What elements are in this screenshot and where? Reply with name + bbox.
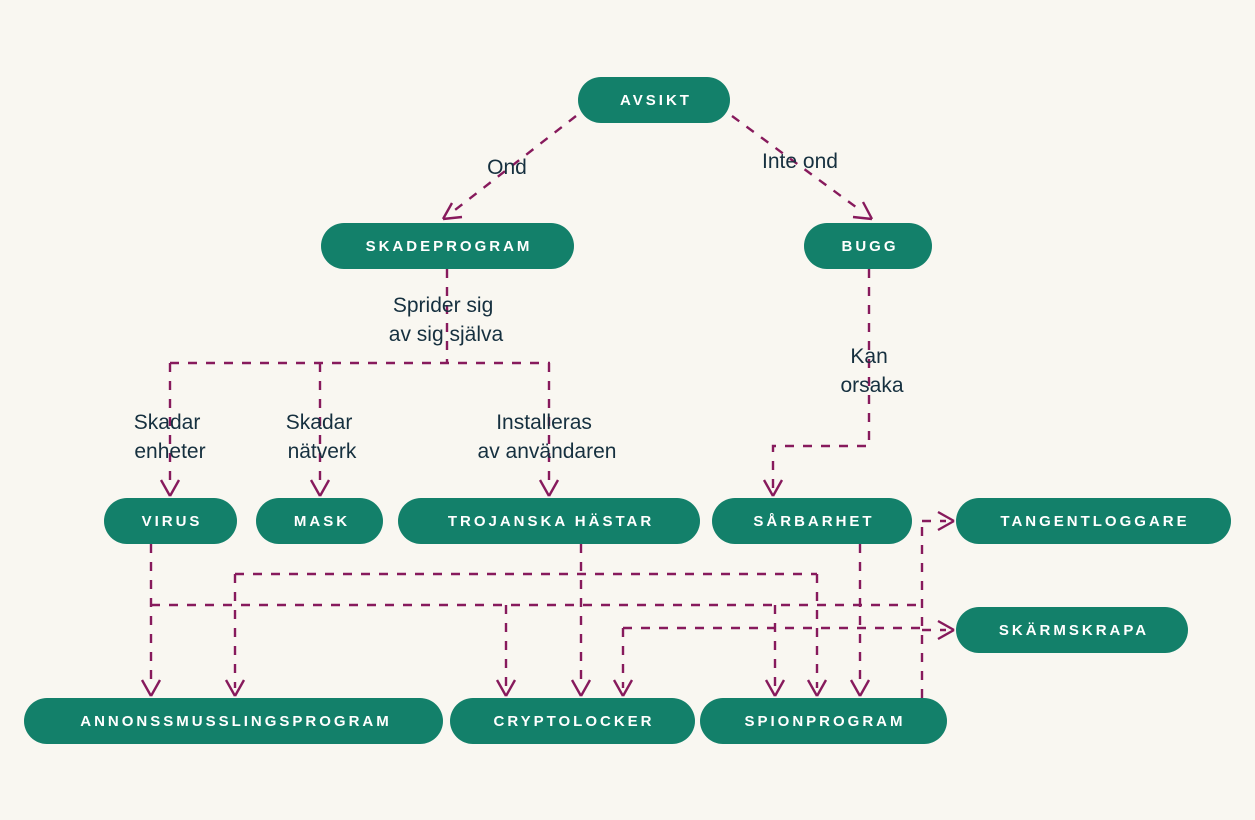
edge-label-ond: Ond [487,156,527,179]
edge-sarbarhet-trunk [849,544,871,697]
edge-label-skadar-enheter: Skadar enheter [134,411,206,463]
node-spionprogram-label: SPIONPROGRAM [744,713,905,730]
edge-skadeprogram-bus [170,269,550,365]
edge-label-sprider-sig: Sprider sig av sig själva [389,294,504,346]
node-mask-shape[interactable] [256,498,383,544]
edge-trojanska-spionprogram [806,574,828,697]
edge-trojanska-trunk [570,544,592,697]
edge-label-installeras-av-anvandaren: Installeras av användaren [478,411,617,463]
edge-avsikt-skadeprogram [441,115,577,221]
node-layer: AVSIKT SKADEPROGRAM BUGG VIRUS MASK TROJ [24,77,1231,744]
node-skadeprogram[interactable]: SKADEPROGRAM [321,223,574,269]
node-sarbarhet-label: SÅRBARHET [753,513,874,530]
node-tangentloggare[interactable]: TANGENTLOGGARE [956,498,1231,544]
node-trojanska-hastar-label: TROJANSKA HÄSTAR [448,513,654,530]
edge-trojanska-annonssmussling [224,572,817,697]
node-sarbarhet[interactable]: SÅRBARHET [712,498,912,544]
edge-spionprogram-riser [920,510,955,698]
edge-label-layer: Ond Inte ond Sprider sig av sig själva K… [134,150,904,463]
node-bugg-label: BUGG [842,238,899,255]
node-trojanska-hastar-shape[interactable] [398,498,700,544]
edge-label-skadar-natverk: Skadar nätverk [286,411,358,463]
node-avsikt-label: AVSIKT [620,92,692,109]
edge-sarbarhet-spionprogram [764,605,786,697]
edge-skadeprogram-virus [159,363,181,497]
node-cryptolocker[interactable]: CRYPTOLOCKER [450,698,695,744]
node-skadeprogram-shape[interactable] [321,223,574,269]
node-trojanska-hastar[interactable]: TROJANSKA HÄSTAR [398,498,700,544]
node-skadeprogram-label: SKADEPROGRAM [366,238,533,255]
node-skarmskrapa-label: SKÄRMSKRAPA [999,622,1149,639]
node-virus[interactable]: VIRUS [104,498,237,544]
edge-layer [140,115,955,698]
node-bugg-shape[interactable] [804,223,932,269]
node-mask[interactable]: MASK [256,498,383,544]
node-spionprogram[interactable]: SPIONPROGRAM [700,698,947,744]
node-cryptolocker-label: CRYPTOLOCKER [493,713,654,730]
edge-sarbarhet-cryptolocker [495,605,517,697]
node-annonssmusslingsprogram-label: ANNONSSMUSSLINGSPROGRAM [80,713,392,730]
node-annonssmusslingsprogram-shape[interactable] [24,698,443,744]
node-tangentloggare-shape[interactable] [956,498,1231,544]
edge-label-inte-ond: Inte ond [762,150,838,173]
node-sarbarhet-shape[interactable] [712,498,912,544]
edge-bus-628 [612,626,922,697]
edge-label-kan-orsaka: Kan orsaka [840,345,903,397]
edge-avsikt-bugg [731,115,874,221]
node-skarmskrapa-shape[interactable] [956,607,1188,653]
node-cryptolocker-shape[interactable] [450,698,695,744]
node-mask-label: MASK [294,513,350,530]
edge-skadeprogram-trojanska [538,363,560,497]
edge-bugg-sarbarhet [762,269,871,497]
node-virus-label: VIRUS [142,513,203,530]
node-tangentloggare-label: TANGENTLOGGARE [1000,513,1189,530]
node-virus-shape[interactable] [104,498,237,544]
node-skarmskrapa[interactable]: SKÄRMSKRAPA [956,607,1188,653]
node-bugg[interactable]: BUGG [804,223,932,269]
node-avsikt[interactable]: AVSIKT [578,77,730,123]
node-annonssmusslingsprogram[interactable]: ANNONSSMUSSLINGSPROGRAM [24,698,443,744]
edge-virus-annonssmussling [140,544,162,697]
node-spionprogram-shape[interactable] [700,698,947,744]
edge-skadeprogram-mask [309,363,331,497]
node-avsikt-shape[interactable] [578,77,730,123]
